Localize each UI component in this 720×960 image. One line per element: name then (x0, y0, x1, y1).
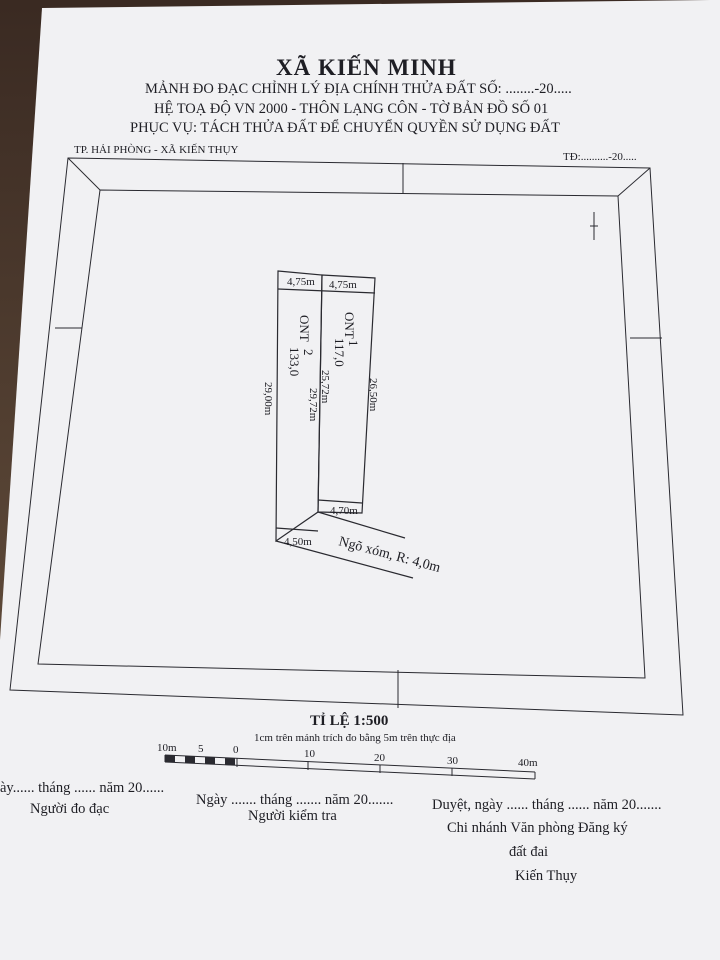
document-title: XÃ KIẾN MINH (276, 55, 457, 80)
road-edge-2 (317, 511, 406, 539)
parcel-1-outline (317, 274, 376, 514)
scale-title: TỈ LỆ 1:500 (310, 713, 389, 729)
header-line-3: PHỤC VỤ: TÁCH THỬA ĐẤT ĐỂ CHUYỂN QUYỀN S… (130, 120, 560, 136)
right-date-line: Duyệt, ngày ...... tháng ...... năm 20..… (432, 797, 662, 813)
parcel-2-bottom-width: 4,50m (284, 536, 312, 548)
scale-tick-30: 30 (447, 755, 459, 767)
parcel-1-number: 1 (346, 340, 361, 347)
frame-right-label: TĐ:..........-20..... (563, 151, 637, 163)
parcel-1-top-width: 4,75m (329, 279, 357, 291)
parcel-2-top-width: 4,75m (287, 276, 315, 288)
scale-tick-20: 20 (374, 752, 386, 764)
parcel-1-area: 117,0 (332, 338, 347, 367)
north-arrow-icon (590, 212, 598, 240)
right-signer-role-1: Chi nhánh Văn phòng Đăng ký (447, 820, 628, 836)
frame-left-label: TP. HẢI PHÒNG - XÃ KIẾN THỤY (74, 144, 239, 156)
parcel-1-right-side: 26,50m (367, 378, 379, 412)
right-signer-role-2: đất đai (509, 844, 549, 860)
map-outer-frame (9, 157, 684, 716)
header-line-1: MẢNH ĐO ĐẠC CHỈNH LÝ ĐỊA CHÍNH THỬA ĐẤT … (145, 81, 572, 97)
left-signer-role: Người đo đạc (30, 801, 110, 817)
header-line-2: HỆ TOẠ ĐỘ VN 2000 - THÔN LẠNG CÔN - TỜ B… (154, 101, 549, 117)
road-label: Ngõ xóm, R: 4,0m (337, 534, 442, 576)
left-date-line: ày...... tháng ...... năm 20...... (0, 780, 165, 796)
parcel-1-type: ONT (342, 312, 357, 339)
scale-bar (164, 754, 536, 780)
scale-tick-0: 0 (233, 744, 239, 756)
middle-signer-role: Người kiểm tra (248, 808, 337, 824)
scale-note: 1cm trên mảnh trích đo bằng 5m trên thực… (254, 732, 456, 744)
parcel-1-bottom-width: 4,70m (330, 505, 358, 517)
scale-tick-5: 5 (198, 743, 204, 755)
parcel-2-left-side: 29,00m (262, 382, 274, 416)
scale-tick-10: 10 (304, 748, 316, 760)
shared-side-length-2: 29,72m (307, 388, 319, 422)
parcel-2-type: ONT (297, 315, 312, 342)
map-inner-frame (37, 189, 646, 679)
right-signer-role-3: Kiến Thụy (515, 868, 578, 884)
scale-tick-10m-left: 10m (157, 742, 177, 754)
road-edge-1 (275, 540, 414, 579)
middle-date-line: Ngày ....... tháng ....... năm 20....... (196, 792, 394, 808)
parcel-2-number: 2 (301, 349, 316, 356)
parcel-2-area: 133,0 (287, 347, 302, 376)
shared-side-length: 25,72m (319, 370, 331, 404)
scale-tick-40m: 40m (518, 757, 538, 769)
